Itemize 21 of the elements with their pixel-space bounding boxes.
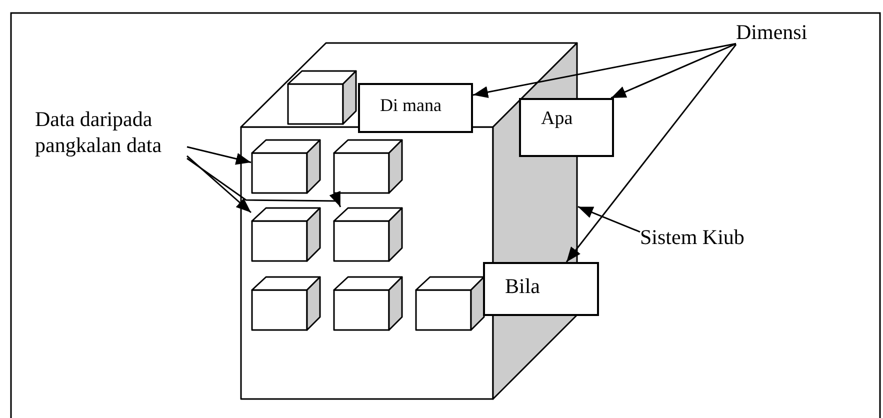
label-box: Apa (519, 98, 614, 157)
arrow (186, 146, 252, 165)
callout-text: Sistem Kiub (640, 225, 762, 253)
callout-text: Dimensi (736, 20, 826, 50)
cube-drawing (333, 207, 403, 262)
cube-drawing (415, 276, 485, 331)
cube-drawing (333, 276, 403, 331)
arrow (472, 42, 736, 98)
arrow (578, 206, 640, 233)
arrow (610, 43, 736, 99)
cube-drawing (333, 139, 403, 194)
label-box: Di mana (358, 83, 473, 133)
arrow (186, 158, 342, 208)
cube-drawing (251, 207, 321, 262)
cube-drawing (287, 70, 357, 125)
callout-text: Data daripada pangkalan data (35, 106, 187, 160)
label-box: Bila (483, 262, 599, 316)
cube-drawing (251, 139, 321, 194)
cube-drawing (251, 276, 321, 331)
arrow (566, 44, 737, 262)
arrow (186, 155, 252, 214)
